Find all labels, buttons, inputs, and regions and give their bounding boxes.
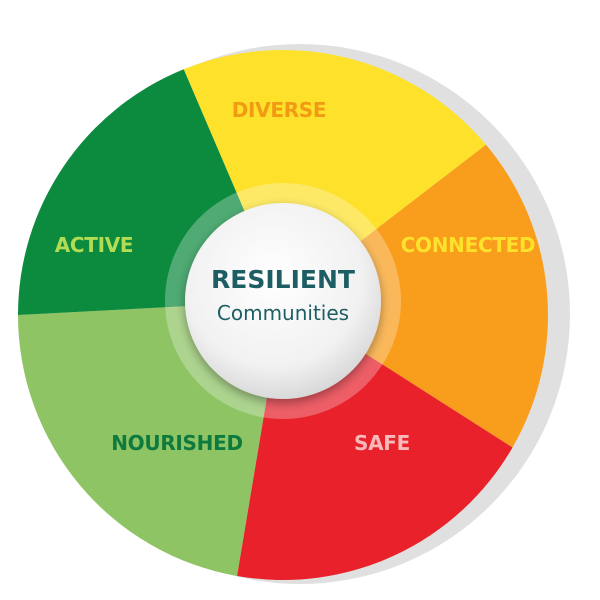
segment-connected[interactable] (283, 144, 548, 448)
label-active: ACTIVE (55, 233, 134, 257)
center-hub[interactable] (185, 203, 381, 399)
label-nourished: NOURISHED (111, 431, 243, 455)
label-safe: SAFE (354, 431, 410, 455)
label-connected: CONNECTED (401, 233, 536, 257)
center-title: RESILIENT (211, 265, 355, 294)
center-subtitle: Communities (217, 301, 349, 325)
label-diverse: DIVERSE (232, 98, 327, 122)
